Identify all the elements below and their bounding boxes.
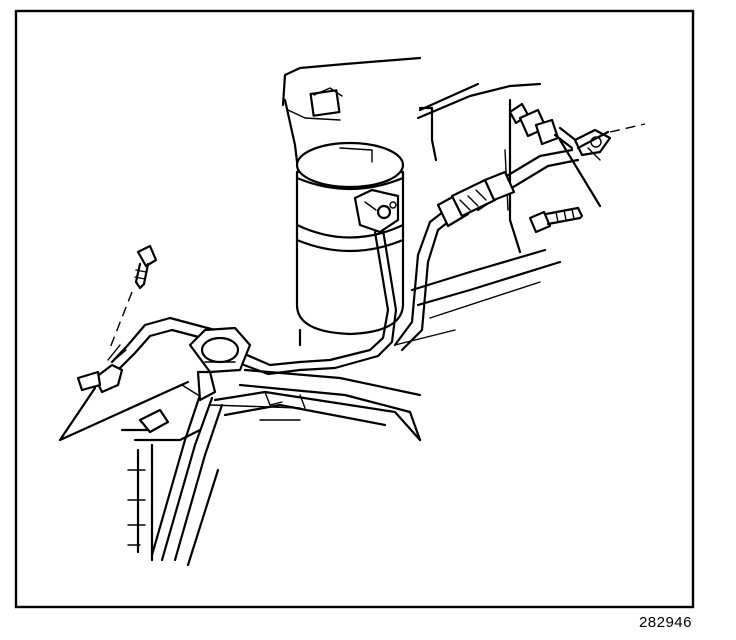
figure-number: 282946	[638, 614, 692, 631]
accumulator-canister	[295, 141, 405, 336]
mounting-bracket-top	[309, 87, 343, 117]
diagram-border	[14, 9, 695, 609]
line-fittings-right	[436, 170, 516, 228]
bolt-right	[528, 206, 584, 234]
leader-arrow-upper	[558, 130, 610, 208]
line-clip-lower	[138, 384, 199, 434]
vehicle-body-structure	[120, 56, 562, 567]
mid-bracket-hardware	[264, 391, 306, 409]
leader-line-left	[109, 291, 133, 349]
leader-line-upper	[609, 123, 646, 133]
hose-clamp-left	[76, 344, 127, 394]
refrigerant-line	[110, 148, 580, 376]
line-clamp-grommet	[188, 326, 252, 402]
bolt-left	[134, 244, 158, 290]
leader-arrow-left	[58, 380, 190, 442]
